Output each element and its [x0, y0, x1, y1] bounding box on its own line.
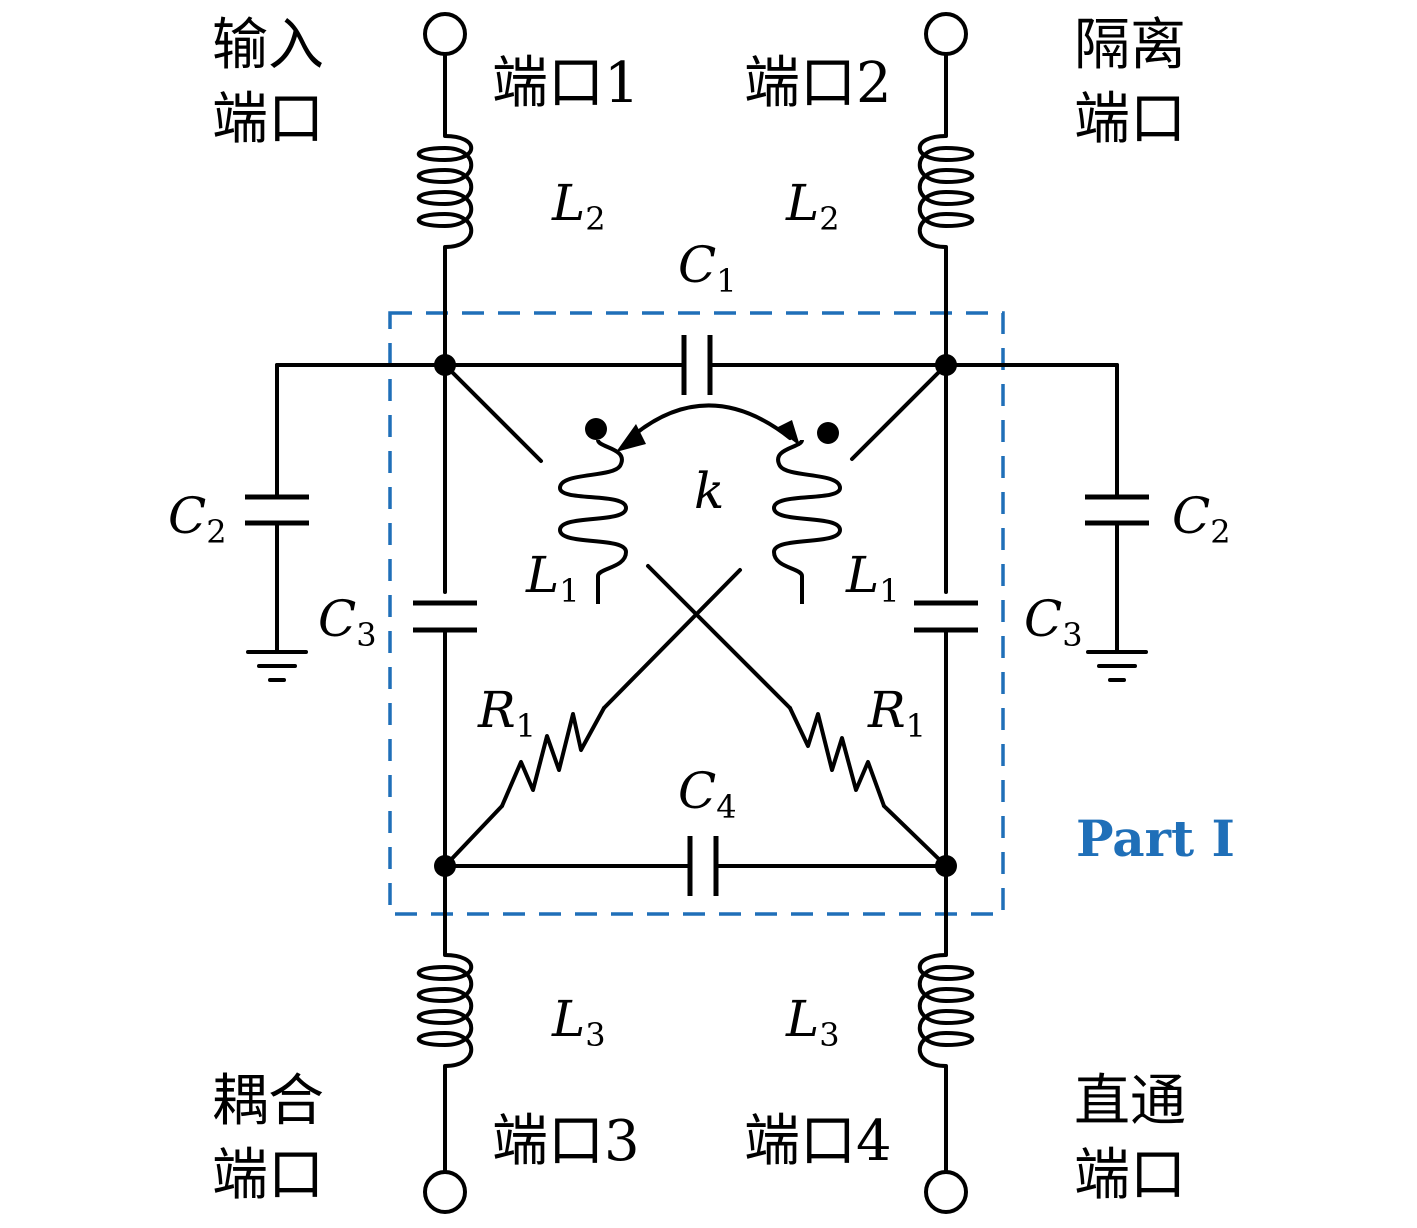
- port-2-name-line1: 隔离: [1074, 13, 1186, 78]
- port-1-terminal[interactable]: [423, 12, 467, 56]
- port-4-name-line2: 端口: [1074, 1143, 1186, 1208]
- part-1-region: [388, 311, 1005, 916]
- node-top-left: [434, 354, 456, 376]
- port-2-terminal[interactable]: [924, 12, 968, 56]
- polarity-dot-right: [817, 422, 839, 444]
- label-l3-right: L3: [785, 990, 840, 1054]
- resistor-r1-right: [788, 706, 948, 868]
- label-l3-left: L3: [551, 990, 606, 1054]
- inductor-l3-right: [917, 953, 975, 1068]
- node-bottom-left: [434, 855, 456, 877]
- capacitor-c2-left: [245, 363, 309, 654]
- label-l1-right: L1: [845, 546, 900, 610]
- inductor-l1-left: [557, 439, 629, 604]
- label-r1-right: R1: [867, 681, 926, 745]
- port-4-name-line1: 直通: [1074, 1069, 1186, 1134]
- label-c1: C1: [678, 236, 737, 300]
- label-l2-right: L2: [785, 174, 840, 238]
- ground-right: [1086, 650, 1148, 682]
- capacitor-c1: [681, 335, 713, 395]
- port-3-label: 端口3: [492, 1109, 640, 1174]
- port-1-name-line2: 端口: [212, 87, 324, 152]
- lead-to-l1-right: [850, 363, 948, 461]
- inductor-l2-left: [416, 134, 474, 249]
- coupling-arrow: [616, 403, 800, 452]
- resistor-r1-left: [443, 706, 606, 868]
- label-k: k: [694, 462, 724, 520]
- label-c3-right: C3: [1024, 590, 1083, 654]
- ground-left: [246, 650, 308, 682]
- capacitor-c4: [687, 836, 719, 896]
- port-2-name-line2: 端口: [1074, 87, 1186, 152]
- inductor-l1-right: [771, 439, 843, 604]
- part-1-label: Part Ⅰ: [1076, 809, 1235, 868]
- port-4-terminal[interactable]: [924, 1170, 968, 1214]
- label-c4: C4: [678, 762, 737, 826]
- port-2-label: 端口2: [744, 51, 892, 116]
- node-bottom-right: [935, 855, 957, 877]
- port-1-label: 端口1: [492, 51, 640, 116]
- inductor-l2-right: [917, 134, 975, 249]
- label-c3-left: C3: [318, 590, 377, 654]
- port-3-terminal[interactable]: [423, 1170, 467, 1214]
- cross-line-a: [602, 568, 742, 710]
- label-c2-right: C2: [1172, 487, 1231, 551]
- capacitor-c2-right: [1085, 363, 1149, 654]
- cross-line-b: [646, 564, 792, 710]
- port-1-name-line1: 输入: [212, 13, 324, 78]
- capacitor-c3-right: [914, 600, 978, 633]
- port-3-name-line1: 耦合: [212, 1069, 324, 1134]
- port-4-label: 端口4: [744, 1109, 892, 1174]
- label-c2-left: C2: [168, 487, 227, 551]
- lead-to-l1-left: [443, 363, 543, 463]
- label-l2-left: L2: [551, 174, 606, 238]
- polarity-dot-left: [585, 418, 607, 440]
- capacitor-c3-left: [413, 600, 477, 633]
- inductor-l3-left: [416, 953, 474, 1068]
- port-3-name-line2: 端口: [212, 1143, 324, 1208]
- node-top-right: [935, 354, 957, 376]
- label-l1-left: L1: [525, 546, 580, 610]
- label-r1-left: R1: [477, 681, 536, 745]
